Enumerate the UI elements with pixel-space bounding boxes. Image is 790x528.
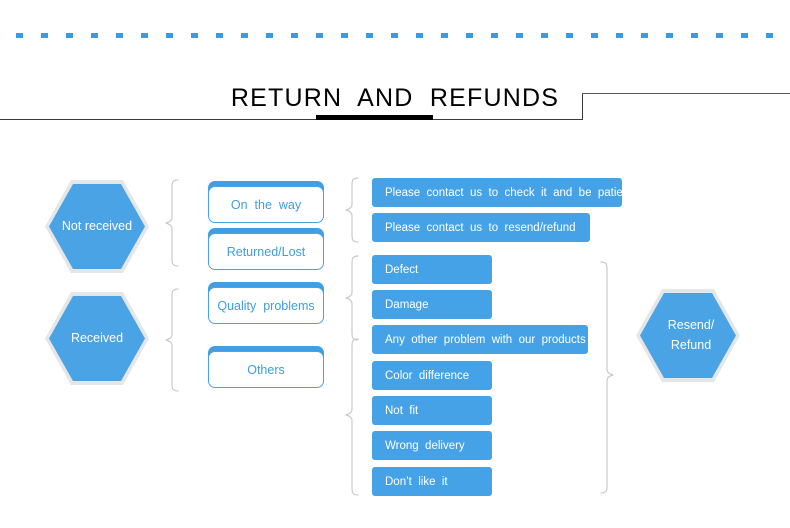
node-not-fit[interactable]: Not fit bbox=[372, 396, 492, 425]
title-underline-bar bbox=[316, 115, 433, 120]
header-rule-left bbox=[0, 119, 583, 120]
node-quality-problems-label: Quality problems bbox=[217, 298, 315, 313]
node-on-the-way-label: On the way bbox=[230, 197, 302, 212]
node-dont-like-it[interactable]: Don’t like it bbox=[372, 467, 492, 496]
node-wrong-delivery[interactable]: Wrong delivery bbox=[372, 431, 492, 460]
card-front-layer: Returned/Lost bbox=[208, 233, 324, 270]
top-dashed-rule bbox=[16, 33, 776, 38]
page-title: RETURN AND REFUNDS bbox=[230, 84, 560, 112]
node-any-other-problem-label: Any other problem with our products bbox=[385, 333, 586, 346]
card-front-layer: Quality problems bbox=[208, 287, 324, 324]
node-any-other-problem[interactable]: Any other problem with our products bbox=[372, 325, 588, 354]
node-contact-resend[interactable]: Please contact us to resend/refund bbox=[372, 213, 590, 242]
brace-on-the-way-to-actions bbox=[343, 177, 361, 243]
node-damage[interactable]: Damage bbox=[372, 290, 492, 319]
node-on-the-way[interactable]: On the way bbox=[208, 181, 324, 223]
brace-details-to-outcome bbox=[598, 261, 616, 494]
brace-others-to-actions bbox=[343, 338, 361, 496]
node-contact-check[interactable]: Please contact us to check it and be pat… bbox=[372, 178, 632, 207]
header-rule-right bbox=[582, 93, 790, 94]
node-returned-lost-label: Returned/Lost bbox=[226, 244, 306, 259]
node-quality-problems[interactable]: Quality problems bbox=[208, 282, 324, 324]
node-color-difference-label: Color difference bbox=[385, 369, 470, 382]
node-not-received-label: Not received bbox=[61, 218, 133, 233]
node-returned-lost[interactable]: Returned/Lost bbox=[208, 228, 324, 270]
brace-received-to-reasons bbox=[163, 288, 181, 392]
node-damage-label: Damage bbox=[385, 298, 429, 311]
node-received-label: Received bbox=[70, 330, 124, 345]
node-others[interactable]: Others bbox=[208, 346, 324, 388]
node-resend-refund-label: Resend/ Refund bbox=[667, 318, 715, 352]
node-wrong-delivery-label: Wrong delivery bbox=[385, 439, 465, 452]
brace-returned-lost-and-quality-to-actions bbox=[343, 255, 361, 341]
card-front-layer: Others bbox=[208, 351, 324, 388]
node-dont-like-it-label: Don’t like it bbox=[385, 475, 448, 488]
node-contact-check-label: Please contact us to check it and be pat… bbox=[385, 186, 633, 199]
header-rule-step bbox=[582, 93, 583, 120]
node-color-difference[interactable]: Color difference bbox=[372, 361, 492, 390]
node-contact-resend-label: Please contact us to resend/refund bbox=[385, 221, 576, 234]
node-defect[interactable]: Defect bbox=[372, 255, 492, 284]
node-not-received[interactable]: Not received bbox=[49, 184, 145, 269]
node-not-fit-label: Not fit bbox=[385, 404, 419, 417]
node-defect-label: Defect bbox=[385, 263, 419, 276]
card-front-layer: On the way bbox=[208, 186, 324, 223]
node-others-label: Others bbox=[247, 362, 285, 377]
brace-not-received-to-reasons bbox=[163, 179, 181, 267]
